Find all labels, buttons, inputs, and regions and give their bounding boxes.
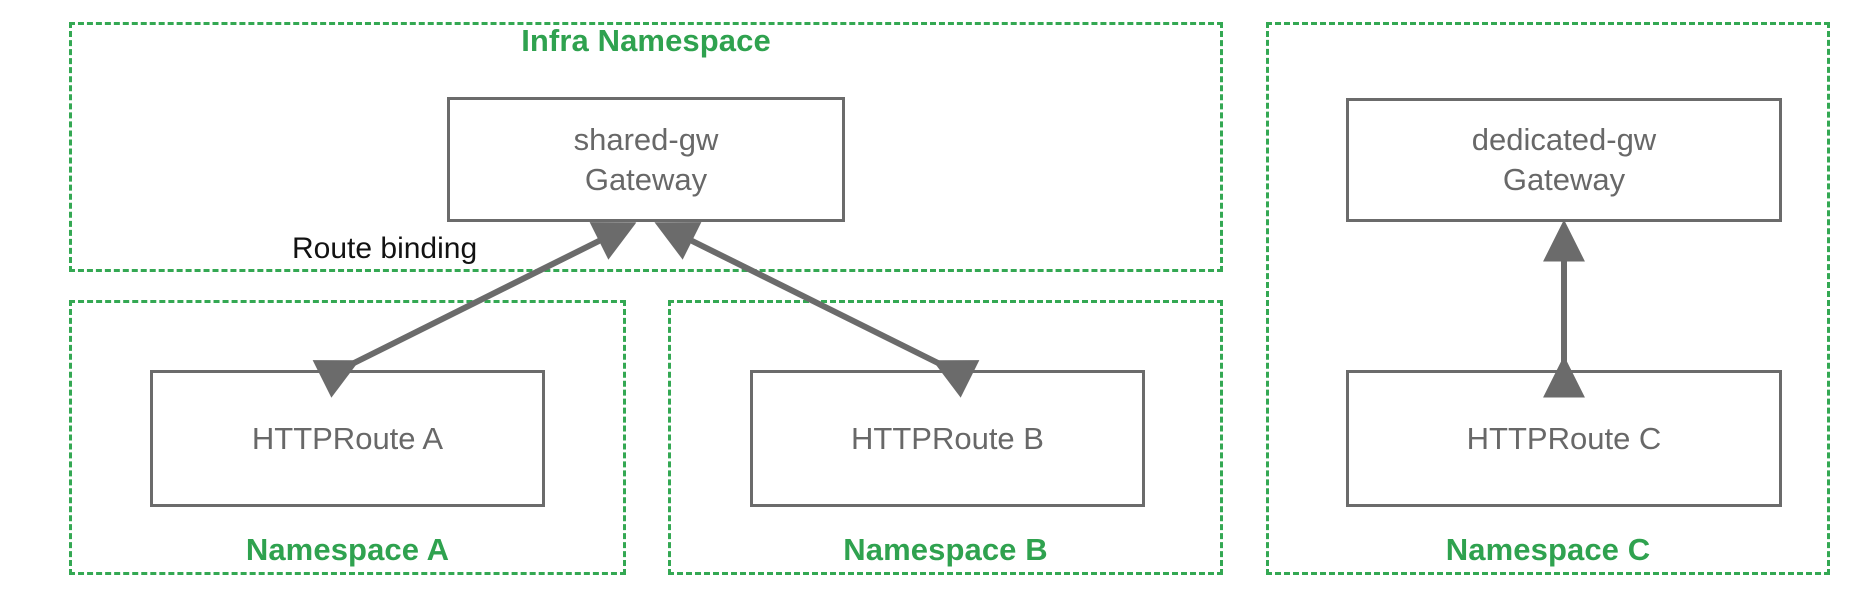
node-httproute-a: HTTPRoute A: [150, 370, 545, 507]
node-shared-gw-gateway: shared-gw Gateway: [447, 97, 845, 222]
node-httproute-c: HTTPRoute C: [1346, 370, 1782, 507]
namespace-container-c: [1266, 22, 1830, 575]
edge-label-route-binding: Route binding: [292, 232, 478, 265]
namespace-label-infra: Infra Namespace: [521, 23, 771, 58]
node-httproute-b: HTTPRoute B: [750, 370, 1145, 507]
namespace-label-a: Namespace A: [245, 532, 450, 567]
namespace-label-c: Namespace C: [1445, 532, 1651, 567]
namespace-container-infra: [69, 22, 1223, 272]
node-dedicated-gw-gateway: dedicated-gw Gateway: [1346, 98, 1782, 222]
namespace-label-b: Namespace B: [843, 532, 1048, 567]
